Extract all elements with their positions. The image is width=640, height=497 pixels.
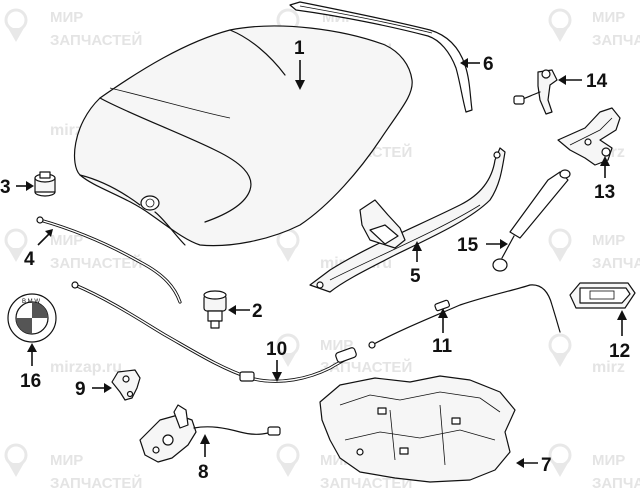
callout-number: 4 bbox=[24, 249, 35, 270]
callout-12: 12 bbox=[609, 310, 630, 362]
watermark-text: mirzap.ru bbox=[50, 359, 122, 376]
watermark-text: ЗАПЧАСТЕЙ bbox=[50, 254, 142, 272]
callout-number: 7 bbox=[541, 455, 552, 476]
callout-number: 5 bbox=[410, 266, 421, 287]
callout-number: 12 bbox=[609, 341, 630, 362]
callout-number: 6 bbox=[483, 54, 494, 75]
buffer-part[interactable] bbox=[34, 171, 56, 197]
release-cable-2-part[interactable] bbox=[368, 284, 561, 349]
watermark-text: МИР bbox=[592, 9, 625, 26]
callout-number: 10 bbox=[266, 339, 287, 360]
callout-number: 8 bbox=[198, 462, 209, 483]
watermark-text: ЗАПЧАСТЕЙ bbox=[50, 474, 142, 492]
callout-5: 5 bbox=[410, 241, 422, 287]
hood-lock-part[interactable] bbox=[139, 404, 281, 463]
callout-number: 9 bbox=[75, 379, 86, 400]
hood-switch-part[interactable] bbox=[513, 69, 558, 115]
hood-seal-part[interactable] bbox=[289, 1, 473, 113]
sensor-part[interactable] bbox=[203, 290, 227, 329]
callout-11: 11 bbox=[432, 308, 453, 357]
callout-2: 2 bbox=[228, 301, 263, 322]
bracket-part[interactable] bbox=[111, 369, 141, 401]
watermark-text: mirz bbox=[592, 359, 625, 376]
watermark-text: ЗАПЧАСТЕЙ bbox=[320, 474, 412, 492]
callout-number: 15 bbox=[457, 235, 479, 256]
lamp-part[interactable] bbox=[569, 282, 636, 309]
callout-15: 15 bbox=[457, 235, 508, 256]
callout-1: 1 bbox=[294, 38, 305, 90]
callout-6: 6 bbox=[460, 54, 494, 75]
emblem-lettering: B M W bbox=[22, 299, 40, 305]
watermark-text: МИР bbox=[592, 452, 625, 469]
callout-number: 16 bbox=[20, 371, 41, 392]
callout-number: 13 bbox=[594, 182, 615, 203]
watermark-text: МИР bbox=[50, 452, 83, 469]
callout-4: 4 bbox=[24, 229, 53, 270]
lock-carrier-part[interactable] bbox=[309, 147, 506, 293]
watermark-text: ЗАПЧАСТЕЙ bbox=[592, 31, 640, 49]
callout-9: 9 bbox=[75, 379, 112, 400]
watermark-text: ЗАПЧАСТЕЙ bbox=[592, 474, 640, 492]
watermark-text: ЗАПЧАСТЕЙ bbox=[320, 358, 412, 376]
hood-cable-part[interactable] bbox=[71, 281, 357, 383]
callout-number: 14 bbox=[586, 71, 608, 92]
watermark-text: МИР bbox=[50, 9, 83, 26]
callout-7: 7 bbox=[516, 455, 552, 476]
hood-insulation-part[interactable] bbox=[319, 375, 516, 483]
watermark-text: ЗАПЧАСТЕЙ bbox=[50, 31, 142, 49]
callout-3: 3 bbox=[0, 177, 34, 198]
callout-13: 13 bbox=[594, 156, 615, 203]
hood-part[interactable] bbox=[74, 25, 413, 247]
callout-number: 11 bbox=[432, 336, 453, 357]
release-cable-part[interactable] bbox=[36, 216, 182, 304]
watermark-text: МИР bbox=[592, 232, 625, 249]
callout-number: 2 bbox=[252, 301, 263, 322]
bmw-emblem-part[interactable]: B M W bbox=[7, 293, 57, 343]
callout-8: 8 bbox=[198, 434, 210, 483]
callout-number: 1 bbox=[294, 38, 305, 59]
callout-16: 16 bbox=[20, 343, 41, 392]
watermark-text: МИР bbox=[50, 232, 83, 249]
watermark-text: ЗАПЧАСТЕЙ bbox=[592, 254, 640, 272]
callout-10: 10 bbox=[266, 339, 287, 382]
gas-strut-part[interactable] bbox=[492, 169, 571, 272]
callout-14: 14 bbox=[558, 71, 608, 92]
watermark-logo bbox=[4, 8, 572, 477]
hood-hinge-part[interactable] bbox=[557, 107, 621, 166]
callout-number: 3 bbox=[0, 177, 11, 198]
